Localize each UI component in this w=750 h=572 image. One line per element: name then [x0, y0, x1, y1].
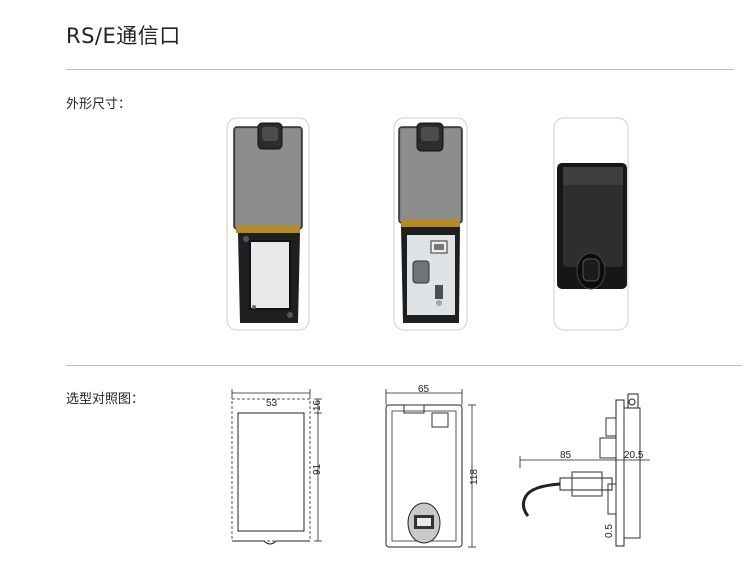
enclosure-open-ports-image [393, 117, 468, 331]
title-divider [66, 69, 734, 70]
rear-view-drawing: 65 118 [385, 385, 480, 548]
enclosure-open-empty-image [226, 117, 310, 331]
section-label-dimensions: 外形尺寸： [66, 97, 132, 112]
section-label-selection: 选型对照图： [66, 392, 145, 407]
side-depth-dimension: 20.5 [624, 450, 644, 461]
front-height-dimension: 91 [312, 463, 323, 475]
enclosure-closed-image [553, 117, 629, 331]
page-title: RS/E通信口 [66, 24, 181, 48]
front-view-drawing: 53 91 16 [231, 389, 323, 545]
front-depth-dimension: 16 [312, 399, 323, 411]
section-divider [66, 365, 742, 366]
front-width-dimension: 53 [266, 398, 278, 409]
rear-height-dimension: 118 [469, 469, 480, 485]
rear-width-dimension: 65 [418, 385, 430, 395]
side-length-dimension: 85 [560, 450, 572, 461]
side-view-drawing: 85 20.5 0.5 [519, 393, 650, 547]
side-thickness-dimension: 0.5 [604, 524, 615, 538]
